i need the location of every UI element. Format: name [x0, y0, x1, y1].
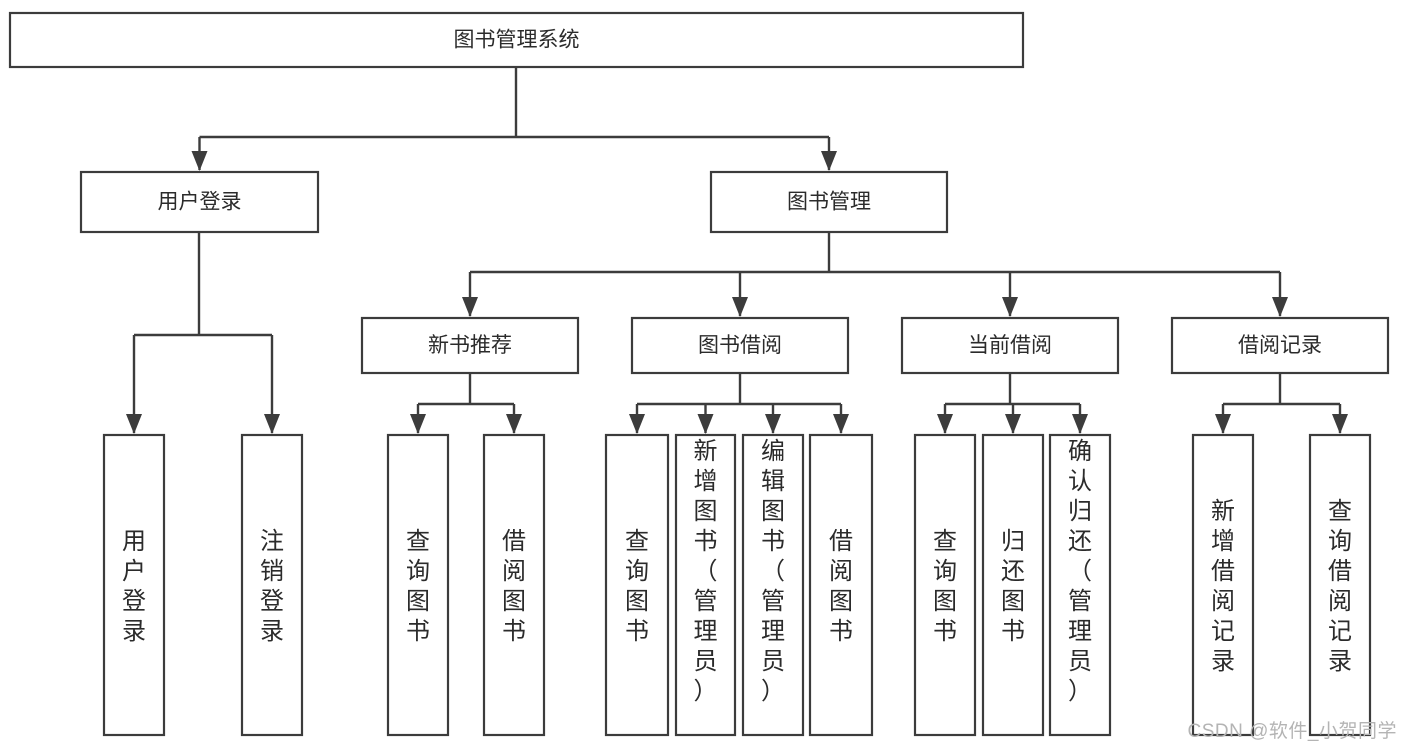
node-leaf-borrow-book[interactable]: 借阅图书 [808, 433, 874, 737]
edge-arrowhead [821, 151, 837, 171]
node-label-leaf-confirm-return: 确认归还（管理员） [1068, 438, 1092, 705]
node-borrow-record[interactable]: 借阅记录 [1170, 316, 1390, 375]
node-leaf-edit-book[interactable]: 编辑图书（管理员） [741, 433, 805, 737]
edge-arrowhead [1332, 414, 1348, 434]
node-label-book-borrow: 图书借阅 [698, 334, 782, 357]
node-leaf-confirm-return[interactable]: 确认归还（管理员） [1048, 433, 1112, 737]
node-label-leaf-user-logout: 注销登录 [260, 528, 284, 645]
edge-arrowhead [506, 414, 522, 434]
node-box-leaf-query-record[interactable] [1308, 433, 1372, 737]
node-box-leaf-query-book[interactable] [604, 433, 670, 737]
node-new-book-rec[interactable]: 新书推荐 [360, 316, 580, 375]
edge-group-manage-split [462, 232, 1288, 317]
node-box-leaf-add-book[interactable] [674, 433, 737, 737]
node-leaf-borrow-book-rec[interactable]: 借阅图书 [482, 433, 546, 737]
edge-group-record-split [1215, 373, 1348, 434]
node-label-leaf-query-book-cur: 查询图书 [933, 528, 957, 645]
node-box-leaf-edit-book[interactable] [741, 433, 805, 737]
node-leaf-add-record[interactable]: 新增借阅记录 [1191, 433, 1255, 737]
node-box-current-borrow[interactable] [900, 316, 1120, 375]
edge-arrowhead [833, 414, 849, 434]
node-box-leaf-user-login[interactable] [102, 433, 166, 737]
edge-arrowhead [126, 414, 142, 434]
edge-arrowhead [410, 414, 426, 434]
node-box-borrow-record[interactable] [1170, 316, 1390, 375]
edge-arrowhead [1272, 297, 1288, 317]
node-box-leaf-add-record[interactable] [1191, 433, 1255, 737]
node-leaf-query-record[interactable]: 查询借阅记录 [1308, 433, 1372, 737]
node-leaf-user-login[interactable]: 用户登录 [102, 433, 166, 737]
node-label-leaf-user-login: 用户登录 [122, 528, 146, 645]
node-box-leaf-confirm-return[interactable] [1048, 433, 1112, 737]
node-label-leaf-borrow-book: 借阅图书 [829, 528, 853, 645]
node-leaf-query-book-rec[interactable]: 查询图书 [386, 433, 450, 737]
node-box-leaf-user-logout[interactable] [240, 433, 304, 737]
node-label-leaf-edit-book: 编辑图书（管理员） [761, 438, 785, 705]
edge-arrowhead [1072, 414, 1088, 434]
nodes-layer: 图书管理系统用户登录图书管理新书推荐图书借阅当前借阅借阅记录用户登录注销登录查询… [8, 11, 1390, 737]
node-box-leaf-query-book-rec[interactable] [386, 433, 450, 737]
node-label-leaf-return-book: 归还图书 [1001, 528, 1025, 645]
edge-group-login-split [126, 232, 280, 434]
node-leaf-query-book[interactable]: 查询图书 [604, 433, 670, 737]
node-root[interactable]: 图书管理系统 [8, 11, 1025, 69]
node-label-leaf-query-book: 查询图书 [625, 528, 649, 645]
edge-arrowhead [732, 297, 748, 317]
edge-arrowhead [937, 414, 953, 434]
edge-arrowhead [1002, 297, 1018, 317]
node-label-current-borrow: 当前借阅 [968, 334, 1052, 357]
node-leaf-return-book[interactable]: 归还图书 [981, 433, 1045, 737]
node-book-borrow[interactable]: 图书借阅 [630, 316, 850, 375]
node-leaf-add-book[interactable]: 新增图书（管理员） [674, 433, 737, 737]
node-box-leaf-borrow-book[interactable] [808, 433, 874, 737]
node-label-leaf-borrow-book-rec: 借阅图书 [502, 528, 526, 645]
node-label-user-login: 用户登录 [158, 191, 242, 214]
edge-arrowhead [765, 414, 781, 434]
node-label-leaf-query-book-rec: 查询图书 [406, 528, 430, 645]
edge-group-root-split [191, 67, 837, 171]
node-current-borrow[interactable]: 当前借阅 [900, 316, 1120, 375]
node-leaf-user-logout[interactable]: 注销登录 [240, 433, 304, 737]
edge-arrowhead [697, 414, 714, 434]
edges-layer [126, 67, 1348, 434]
node-user-login[interactable]: 用户登录 [79, 170, 320, 234]
node-box-leaf-return-book[interactable] [981, 433, 1045, 737]
node-box-book-manage[interactable] [709, 170, 949, 234]
node-label-leaf-add-record: 新增借阅记录 [1211, 498, 1235, 675]
edge-group-rec-split [410, 373, 522, 434]
edge-group-borrow-split [629, 373, 849, 434]
node-box-root[interactable] [8, 11, 1025, 69]
node-label-borrow-record: 借阅记录 [1238, 334, 1322, 357]
edge-arrowhead [264, 414, 280, 434]
edge-arrowhead [191, 151, 208, 171]
edge-group-current-split [937, 373, 1088, 434]
node-label-root: 图书管理系统 [454, 29, 580, 52]
node-leaf-query-book-cur[interactable]: 查询图书 [913, 433, 977, 737]
node-label-new-book-rec: 新书推荐 [428, 334, 512, 357]
node-label-book-manage: 图书管理 [787, 191, 871, 214]
edge-arrowhead [629, 414, 645, 434]
node-box-leaf-borrow-book-rec[interactable] [482, 433, 546, 737]
edge-arrowhead [462, 297, 478, 317]
node-box-leaf-query-book-cur[interactable] [913, 433, 977, 737]
node-box-new-book-rec[interactable] [360, 316, 580, 375]
node-box-user-login[interactable] [79, 170, 320, 234]
node-box-book-borrow[interactable] [630, 316, 850, 375]
node-book-manage[interactable]: 图书管理 [709, 170, 949, 234]
node-label-leaf-add-book: 新增图书（管理员） [694, 438, 718, 705]
node-label-leaf-query-record: 查询借阅记录 [1328, 498, 1352, 675]
edge-arrowhead [1005, 414, 1021, 434]
edge-arrowhead [1215, 414, 1231, 434]
